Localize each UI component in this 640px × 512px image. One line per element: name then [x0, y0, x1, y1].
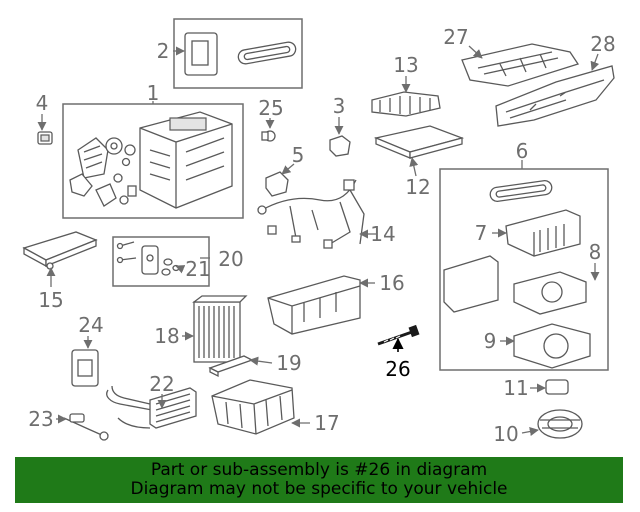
part-25-sensor[interactable]	[261, 130, 276, 142]
part-10-blower-motor[interactable]	[537, 409, 583, 439]
banner-disclaimer: Diagram may not be specific to your vehi…	[130, 479, 508, 499]
callout-8[interactable]: 8	[589, 240, 602, 264]
part-28-duct[interactable]	[495, 65, 615, 127]
callout-2[interactable]: 2	[157, 39, 170, 63]
callout-17[interactable]: 17	[314, 411, 339, 435]
part-20-valve-kit[interactable]	[116, 241, 159, 275]
callout-10[interactable]: 10	[493, 422, 518, 446]
callout-9[interactable]: 9	[484, 329, 497, 353]
callout-4[interactable]: 4	[36, 91, 49, 115]
callout-18[interactable]: 18	[154, 324, 179, 348]
part-17-lower-case[interactable]	[211, 379, 295, 435]
callout-25[interactable]: 25	[258, 96, 283, 120]
callout-22[interactable]: 22	[149, 372, 174, 396]
callout-5[interactable]: 5	[292, 143, 305, 167]
part-14-wiring-harness[interactable]	[257, 179, 365, 249]
callout-15[interactable]: 15	[38, 288, 63, 312]
callout-27[interactable]: 27	[443, 25, 468, 49]
callout-3[interactable]: 3	[333, 94, 346, 118]
callout-1[interactable]: 1	[147, 81, 160, 105]
callout-24[interactable]: 24	[78, 313, 103, 337]
group-box-6	[439, 168, 609, 371]
callout-14[interactable]: 14	[370, 222, 395, 246]
part-1-hvac-case[interactable]	[69, 111, 233, 209]
callout-21[interactable]: 21	[185, 257, 210, 281]
callout-26-highlighted[interactable]: 26	[385, 357, 410, 381]
part-6-gasket[interactable]	[489, 180, 553, 202]
callout-12[interactable]: 12	[405, 175, 430, 199]
part-23-sensor[interactable]	[63, 413, 109, 441]
part-21-o-rings[interactable]	[161, 258, 180, 276]
callout-16[interactable]: 16	[379, 271, 404, 295]
callout-11[interactable]: 11	[503, 376, 528, 400]
callout-28[interactable]: 28	[590, 32, 615, 56]
part-16-housing[interactable]	[267, 275, 361, 335]
group-box-20	[112, 236, 210, 287]
callout-leaders	[37, 45, 600, 436]
part-3-clip[interactable]	[329, 135, 351, 157]
callout-7[interactable]: 7	[475, 221, 488, 245]
info-banner: Part or sub-assembly is #26 in diagram D…	[15, 457, 623, 503]
part-9-blower-scroll[interactable]	[513, 323, 591, 369]
part-27-duct[interactable]	[461, 43, 580, 87]
part-8-blower-case[interactable]	[443, 255, 587, 315]
part-11-resistor[interactable]	[545, 379, 569, 395]
part-13-control-module[interactable]	[371, 91, 441, 117]
part-18-evaporator[interactable]	[192, 295, 248, 363]
callout-19[interactable]: 19	[276, 351, 301, 375]
callout-20[interactable]: 20	[218, 247, 243, 271]
callout-labels: 1 2 3 4 5 6 7 8 9 10 11 12 13 14 15 16 1…	[28, 25, 615, 446]
part-7-blower-housing[interactable]	[505, 209, 581, 257]
callout-23[interactable]: 23	[28, 407, 53, 431]
part-4-clip[interactable]	[37, 131, 53, 145]
group-box-2	[173, 18, 303, 89]
banner-part-note: Part or sub-assembly is #26 in diagram	[150, 460, 488, 480]
part-5-connector[interactable]	[265, 171, 289, 197]
callout-6[interactable]: 6	[516, 139, 529, 163]
part-15-heater-panel[interactable]	[22, 231, 98, 270]
part-2-actuator-seal[interactable]	[184, 32, 297, 76]
part-24-panel[interactable]	[71, 349, 99, 387]
callout-13[interactable]: 13	[393, 53, 418, 77]
part-12-cabin-filter[interactable]	[373, 125, 465, 159]
